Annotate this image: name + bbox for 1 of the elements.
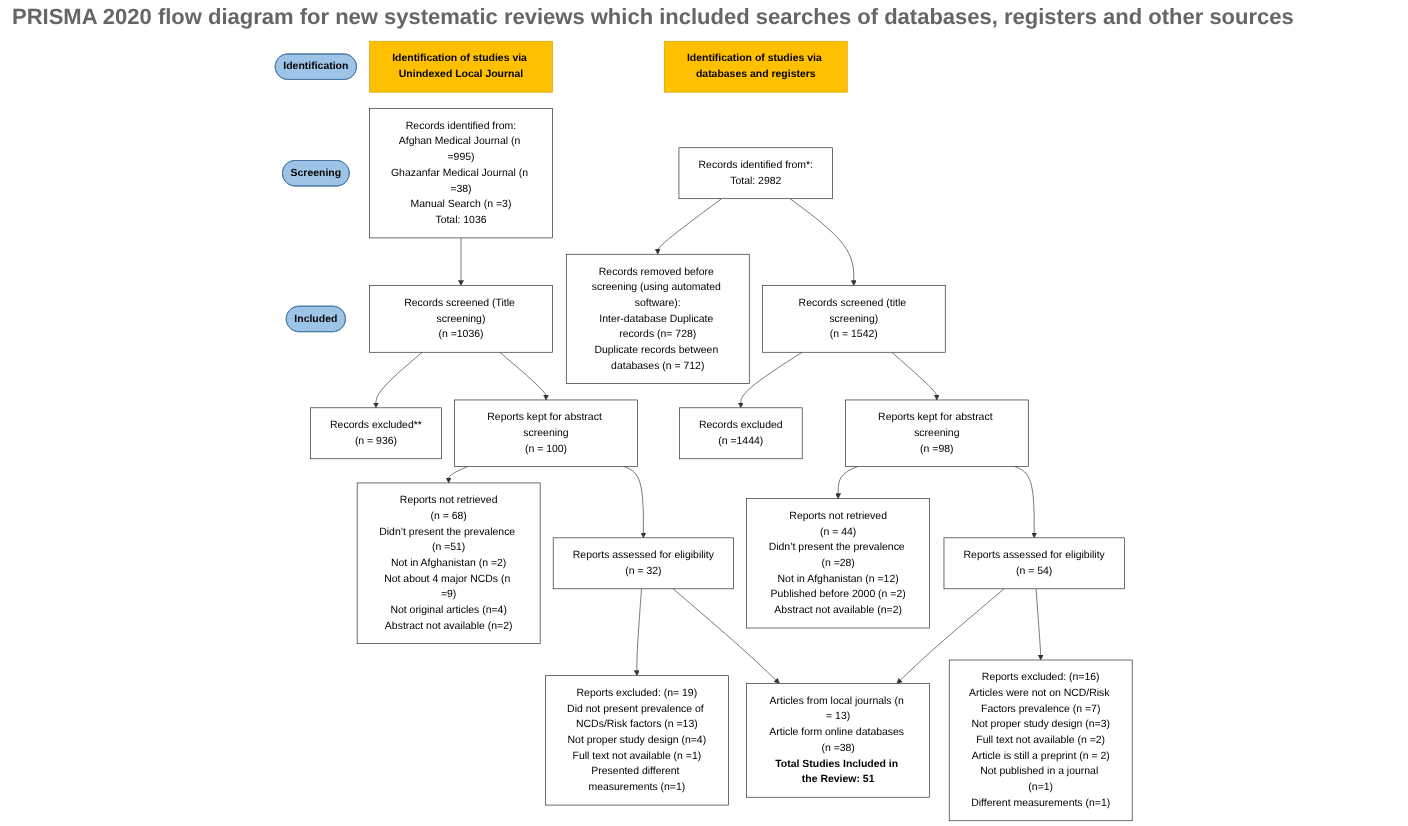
diagram-title: PRISMA 2020 flow diagram for new systematic reviews which included searches of databases, registers and other sources xyxy=(10,4,1296,34)
